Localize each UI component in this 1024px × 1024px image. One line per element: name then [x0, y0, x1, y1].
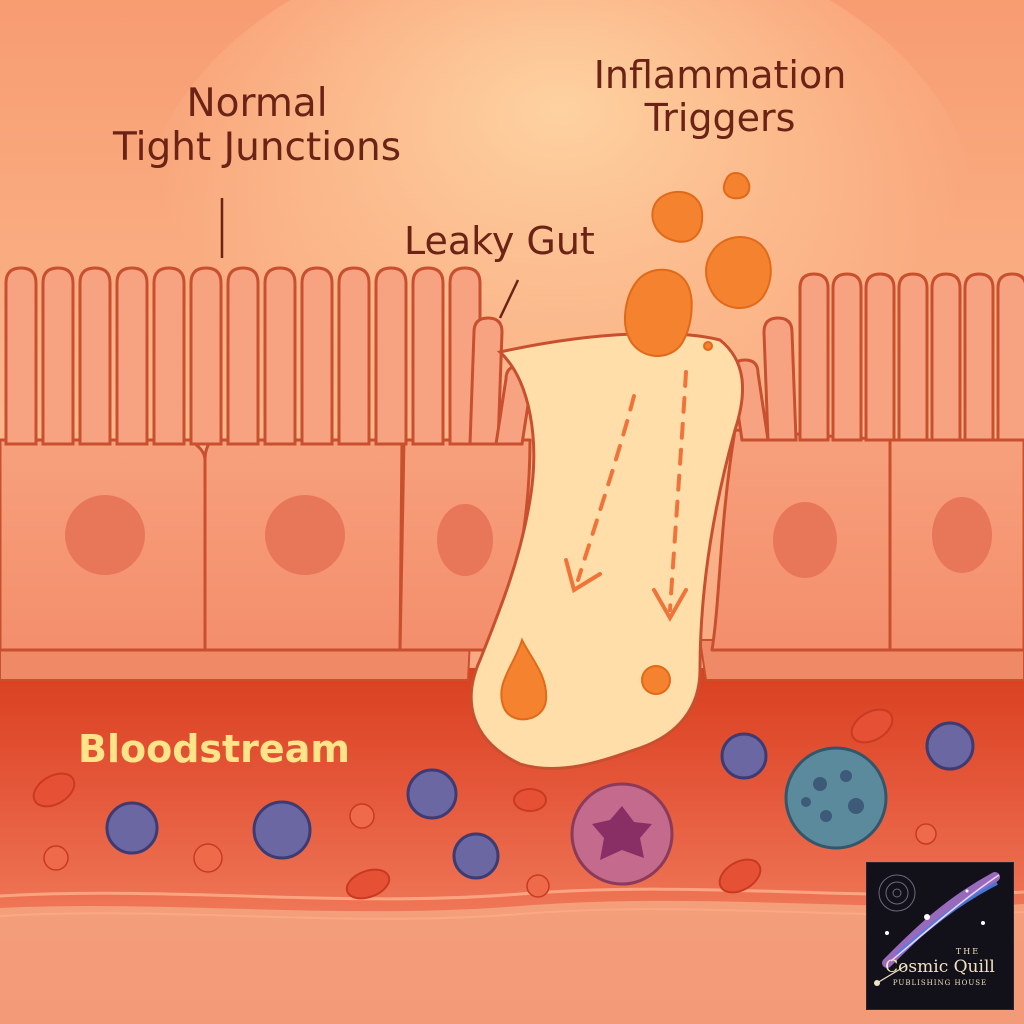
logo-the: THE	[955, 947, 981, 956]
trigger-particle-leaked	[641, 665, 671, 695]
microvillus	[300, 266, 334, 446]
label-normal-line2: Tight Junctions	[112, 124, 402, 170]
red-blood-cell	[513, 788, 547, 812]
label-normal-tight-junctions: Normal Tight Junctions	[92, 82, 422, 169]
nucleus	[932, 497, 992, 573]
white-blood-cell	[925, 721, 975, 771]
microvillus	[963, 272, 995, 442]
inflammation-triggers	[500, 172, 772, 721]
label-normal-line1: Normal	[186, 81, 328, 126]
leaky-gap	[469, 332, 745, 771]
microvillus	[152, 266, 186, 446]
microvillus	[762, 316, 798, 442]
platelet	[193, 843, 223, 873]
blood-cells	[32, 708, 975, 900]
microvillus	[996, 272, 1024, 442]
leak-arrows	[564, 370, 688, 623]
nucleus	[265, 495, 345, 575]
red-blood-cell	[32, 772, 76, 808]
red-blood-cell	[345, 868, 391, 900]
white-blood-cell	[105, 801, 159, 855]
white-blood-cell	[406, 768, 458, 820]
nucleus	[773, 502, 837, 578]
lymphocyte	[784, 746, 888, 850]
white-blood-cell	[452, 832, 500, 880]
microvillus	[897, 272, 929, 442]
microvillus	[374, 266, 408, 446]
arrow-dashed	[576, 394, 636, 582]
microvillus	[263, 266, 297, 446]
microvilli	[4, 266, 1024, 446]
red-blood-cell	[718, 858, 762, 894]
platelet	[349, 803, 375, 829]
logo-name: Cosmic Quill	[885, 957, 995, 977]
trigger-particle	[651, 190, 704, 243]
label-bloodstream: Bloodstream	[78, 727, 350, 771]
platelet	[526, 874, 550, 898]
label-leaky-gut: Leaky Gut	[404, 219, 595, 263]
microvillus	[78, 266, 112, 446]
microvillus	[930, 272, 962, 442]
microvillus	[41, 266, 75, 446]
arrowhead	[652, 588, 688, 623]
nucleus	[437, 504, 493, 576]
trigger-particle	[623, 268, 693, 358]
platelet	[43, 845, 69, 871]
label-inflammation-triggers: Inflammation Triggers	[560, 54, 880, 139]
arrowhead	[564, 558, 602, 594]
microvillus	[226, 266, 260, 446]
microvillus	[831, 272, 863, 442]
microvillus	[337, 266, 371, 446]
white-blood-cell	[720, 732, 768, 780]
logo-artwork	[874, 872, 1000, 986]
microvillus	[115, 266, 149, 446]
arrow-dashed	[668, 370, 688, 612]
trigger-particle	[722, 172, 751, 200]
red-blood-cell	[850, 708, 894, 744]
label-triggers-line2: Triggers	[644, 95, 796, 140]
publisher-logo: THE Cosmic Quill PUBLISHING HOUSE	[866, 862, 1014, 1010]
platelet	[915, 823, 937, 845]
nucleus	[65, 495, 145, 575]
logo-subtitle: PUBLISHING HOUSE	[892, 979, 988, 987]
microvillus	[411, 266, 445, 446]
trigger-particle-leaked	[500, 637, 548, 721]
label-triggers-line1: Inflammation	[593, 53, 847, 97]
macrophage	[570, 782, 674, 886]
microvillus	[798, 272, 830, 442]
white-blood-cell	[252, 800, 312, 860]
trigger-particle	[705, 236, 772, 310]
microvillus	[468, 316, 504, 446]
microvillus	[4, 266, 38, 446]
cell-nuclei	[65, 495, 992, 578]
leaky-leader-line	[498, 279, 520, 319]
trigger-particle	[703, 341, 713, 351]
microvillus	[864, 272, 896, 442]
microvillus	[189, 266, 223, 446]
